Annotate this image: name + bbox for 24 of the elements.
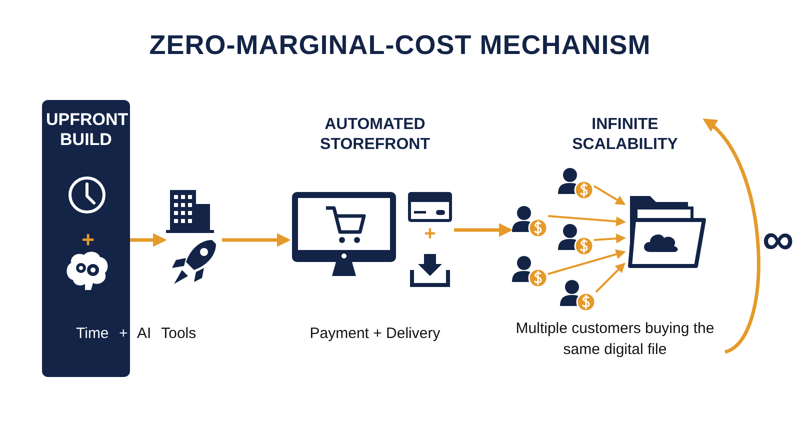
- stage-heading: AUTOMATED STOREFRONT: [319, 115, 431, 155]
- customer-icon: [512, 206, 548, 238]
- arrow: [222, 233, 291, 247]
- stage-panel: [42, 100, 130, 377]
- infinity-symbol: ∞: [761, 214, 795, 266]
- panel-heading: UPFRONT BUILD: [46, 110, 126, 150]
- customer-icon: [512, 256, 548, 288]
- arrow: [548, 215, 626, 226]
- arrow: [593, 185, 626, 206]
- customer-icon: [560, 280, 596, 312]
- arrow: [702, 118, 760, 354]
- stage-caption: Payment + Delivery: [308, 324, 442, 343]
- arrow: [130, 233, 167, 247]
- title: ZERO-MARGINAL-COST MECHANISM: [148, 30, 652, 61]
- arrow: [595, 262, 626, 293]
- customer-icon: [558, 168, 594, 200]
- plus-sign: +: [423, 222, 437, 247]
- stage-heading: INFINITE SCALABILITY: [571, 115, 679, 155]
- caption-text: Multiple customers buying the same digital file: [505, 318, 725, 362]
- plus-sign: +: [80, 226, 96, 254]
- arrow: [594, 234, 626, 244]
- customer-icon: [558, 224, 594, 256]
- arrow: [548, 249, 626, 275]
- arrow: [454, 223, 513, 237]
